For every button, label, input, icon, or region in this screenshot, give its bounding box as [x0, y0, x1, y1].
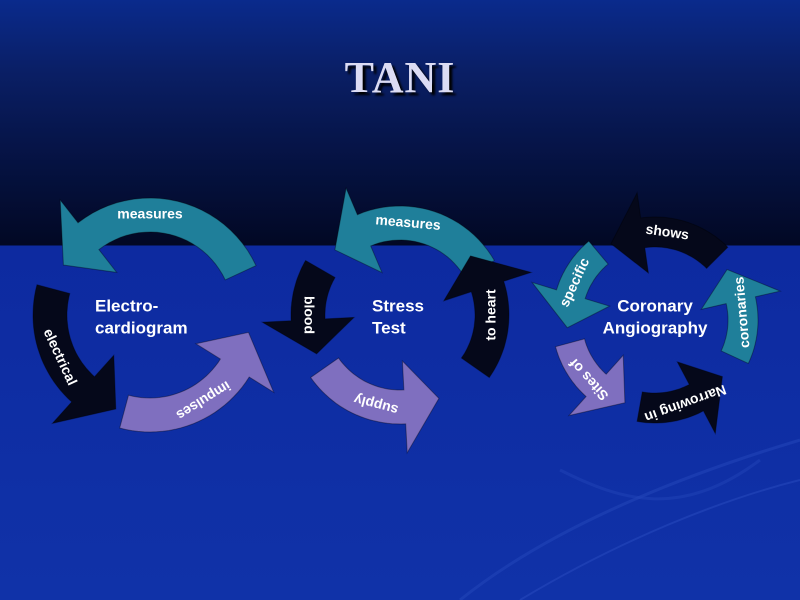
arrow-label: to heart [483, 289, 499, 341]
cycle-diagram: measureselectricalimpulsesElectro-cardio… [32, 197, 275, 433]
cycle-arrow [334, 186, 496, 279]
cycle-center-label: Angiography [603, 318, 708, 337]
cycle-center-label: Coronary [617, 296, 693, 315]
decorative-wave [519, 479, 800, 600]
cycle-center-label: Test [372, 318, 406, 337]
cycle-center-label: Stress [372, 296, 424, 315]
cycle-arrow [119, 331, 275, 433]
arrow-label: measures [117, 206, 183, 222]
cycle-arrow [442, 255, 533, 379]
cycle-arrow [530, 240, 611, 329]
slide-title: TANI [344, 53, 456, 102]
cycle-arrow [260, 259, 356, 355]
cycles-group: measureselectricalimpulsesElectro-cardio… [32, 186, 782, 455]
cycle-arrow [32, 284, 117, 425]
cycle-arrow [59, 197, 257, 281]
cycle-arrow [309, 357, 440, 455]
arrow-label: shows [645, 221, 691, 243]
arrow-label: coronaries [730, 276, 752, 349]
cycle-arrow [610, 191, 729, 275]
cycle-center-label: Electro- [95, 296, 158, 315]
decorative-wave [559, 458, 761, 501]
arrow-label: blood [301, 296, 317, 334]
decorative-wave [459, 438, 800, 600]
cycle-arrow [700, 268, 782, 365]
cycle-arrow [554, 338, 626, 417]
cycle-arrow [636, 361, 723, 436]
cycle-center-label: cardiogram [95, 318, 188, 337]
arrow-label: measures [375, 211, 442, 233]
